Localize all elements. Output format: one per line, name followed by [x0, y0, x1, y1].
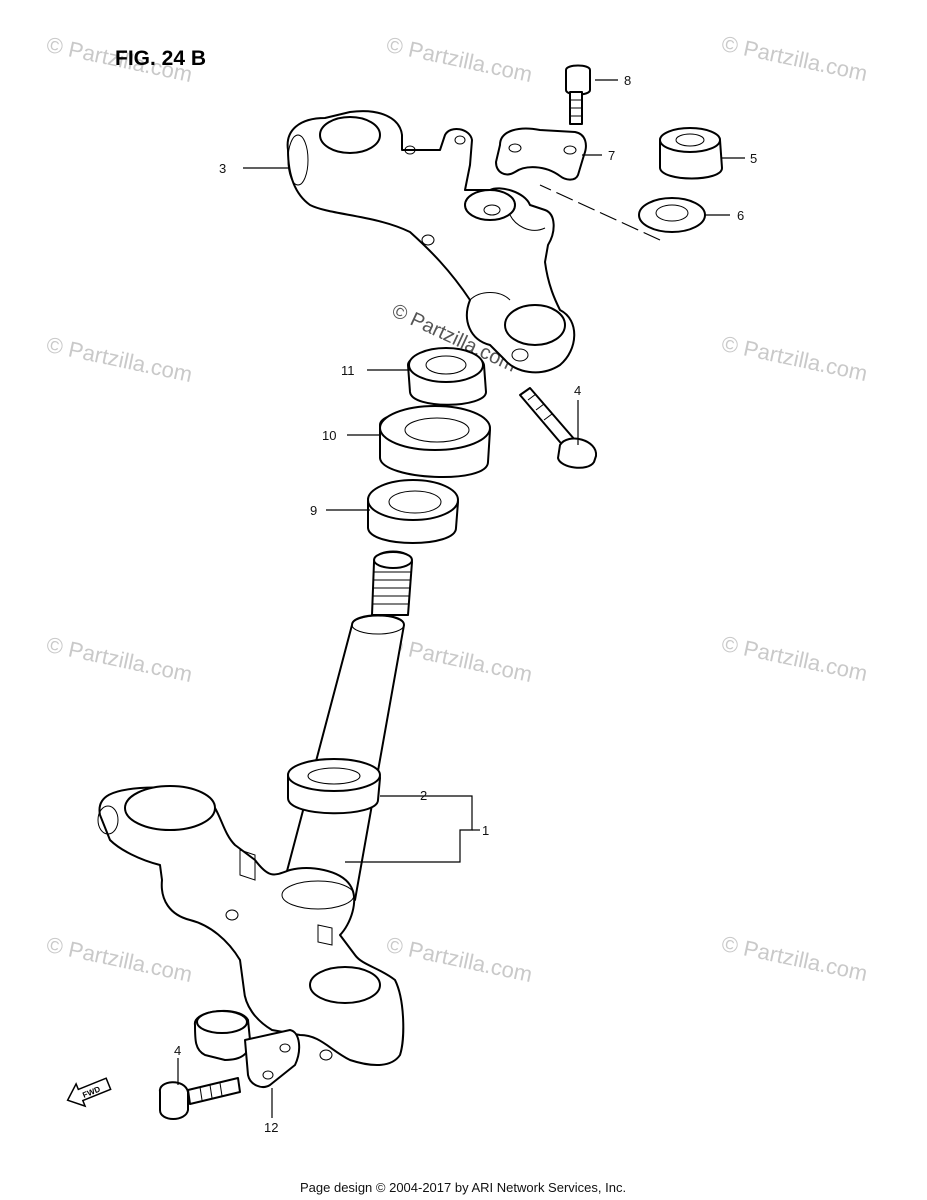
callout-9[interactable]: 9 [310, 503, 317, 518]
callouts: 3 8 7 5 6 11 10 9 4 2 1 4 12 [174, 73, 757, 1135]
callout-5[interactable]: 5 [750, 151, 757, 166]
watermark: © Partzilla.com [719, 631, 869, 686]
callout-10[interactable]: 10 [322, 428, 336, 443]
part-4-bolt-upper[interactable] [519, 387, 597, 469]
watermark: © Partzilla.com [384, 632, 534, 687]
part-1-steering-stem[interactable] [97, 550, 413, 1066]
part-11-stem-nut[interactable] [407, 347, 487, 406]
callout-8[interactable]: 8 [624, 73, 631, 88]
footer-copyright: Page design © 2004-2017 by ARI Network S… [300, 1180, 626, 1195]
callout-7[interactable]: 7 [608, 148, 615, 163]
watermark: © Partzilla.com [44, 932, 194, 987]
callout-2[interactable]: 2 [420, 788, 427, 803]
watermark: © Partzilla.com [44, 632, 194, 687]
callout-6[interactable]: 6 [737, 208, 744, 223]
part-9-bearing[interactable] [367, 479, 459, 544]
watermark: © Partzilla.com [719, 331, 869, 386]
part-3-upper-bracket[interactable] [286, 110, 576, 374]
callout-11[interactable]: 11 [341, 363, 355, 378]
part-4-bolt-lower[interactable] [159, 1077, 241, 1120]
leader-lines [177, 79, 745, 1118]
part-6-washer[interactable] [638, 197, 706, 233]
callout-12[interactable]: 12 [264, 1120, 278, 1135]
watermark: © Partzilla.com [44, 332, 194, 387]
callout-1[interactable]: 1 [482, 823, 489, 838]
part-10-bearing-seal[interactable] [379, 405, 491, 479]
watermark: © Partzilla.com [384, 32, 534, 87]
callout-3[interactable]: 3 [219, 161, 226, 176]
part-8-bolt[interactable] [565, 64, 591, 125]
callout-4-lower[interactable]: 4 [174, 1043, 181, 1058]
fwd-arrow-icon: FWD [66, 1077, 112, 1108]
part-5-nut[interactable] [659, 127, 723, 180]
part-2-dust-seal[interactable] [287, 758, 381, 815]
watermark: © Partzilla.com [719, 931, 869, 986]
callout-4-upper[interactable]: 4 [574, 383, 581, 398]
watermark: © Partzilla.com [719, 31, 869, 86]
watermark: © Partzilla.com [384, 932, 534, 987]
part-7-handlebar-holder[interactable] [495, 127, 587, 181]
part-12-cable-guide[interactable] [194, 1009, 301, 1088]
figure-title: FIG. 24 B [115, 47, 206, 70]
